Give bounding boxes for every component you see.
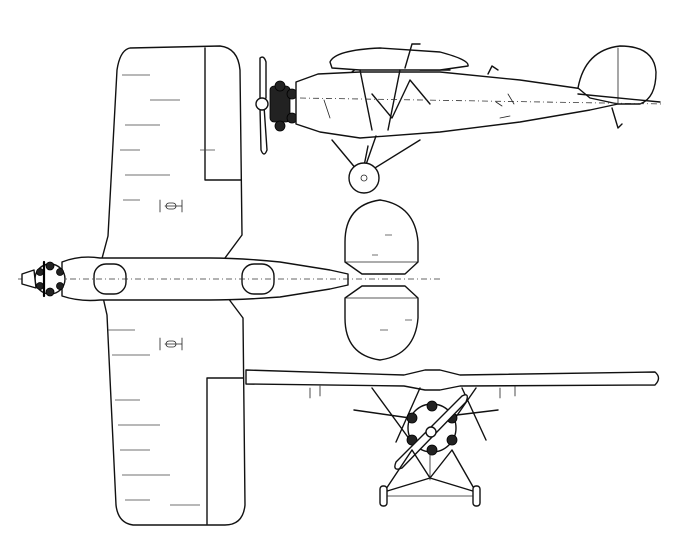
- front-view: [245, 369, 660, 507]
- wing-root-mark-lower: [165, 340, 177, 348]
- side-centerline: [299, 97, 665, 105]
- strut-fitting-top: [159, 199, 183, 213]
- wing-rib-marks: [108, 74, 215, 506]
- cabane-struts: [359, 43, 421, 131]
- spinner-front: [425, 426, 437, 438]
- wheel-front-left: [379, 485, 388, 507]
- underwing-marks: [309, 385, 516, 399]
- wing-root-mark: [165, 202, 177, 210]
- spinner-side: [255, 97, 269, 111]
- landing-gear-front: [383, 449, 477, 493]
- tailplane-plan-lower: [344, 285, 419, 361]
- windscreen-side: [487, 65, 499, 75]
- propeller-side: [259, 56, 267, 101]
- tailplane-plan: [344, 199, 419, 275]
- propeller-side-lower: [259, 105, 268, 155]
- fuselage-details-side: [323, 93, 515, 119]
- wheel-front-right: [472, 485, 481, 507]
- tail-marks: [372, 234, 412, 331]
- plan-view: [18, 45, 440, 526]
- elevator-line: [344, 261, 419, 299]
- engine-side: [269, 80, 298, 132]
- upper-wing-front: [245, 369, 660, 391]
- n-struts: [371, 79, 431, 119]
- strut-fitting-bottom: [159, 337, 183, 351]
- upper-wing-side: [329, 47, 469, 71]
- upper-aileron: [204, 47, 242, 181]
- lower-aileron: [206, 377, 244, 525]
- tail-skid: [611, 107, 623, 129]
- wheel-side: [348, 162, 380, 194]
- tailplane-side: [577, 93, 661, 103]
- wheel-hub-side: [360, 174, 368, 182]
- spinner-plan: [21, 269, 37, 289]
- engine-plan: [34, 260, 66, 298]
- landing-gear-side: [331, 135, 421, 177]
- side-view: [255, 43, 665, 194]
- fuselage-side: [295, 71, 619, 139]
